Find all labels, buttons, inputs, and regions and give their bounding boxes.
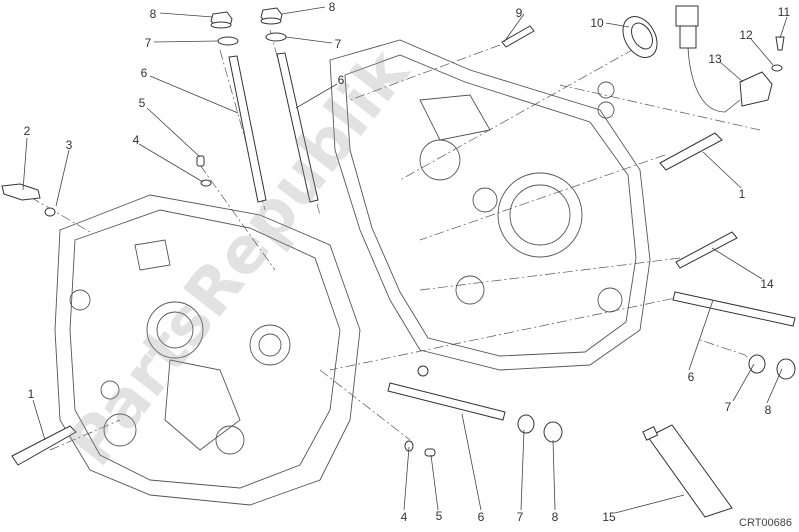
bolt-icon [675,231,738,269]
washer-icon [417,365,429,377]
nut-icon [210,11,233,29]
callout-7: 7 [335,37,342,51]
bolt-icon [501,25,535,48]
callout-10: 10 [590,16,604,30]
screw-icon [775,36,785,51]
callout-15: 15 [602,510,616,524]
callout-1: 1 [739,187,746,201]
callout-3: 3 [66,138,73,152]
washer-icon [748,354,766,374]
washer-icon [200,179,212,187]
callout-1: 1 [28,387,35,401]
stud-icon [228,55,267,203]
washer-icon [265,32,287,42]
leader-lines [22,6,788,514]
callout-8: 8 [150,7,157,21]
callout-9: 9 [516,6,523,20]
oil-seal-icon [622,16,658,58]
pickup-sensor-icon [675,5,773,113]
callout-7: 7 [725,400,732,414]
callout-5: 5 [139,96,146,110]
stud-icon [387,382,506,421]
callout-6: 6 [688,370,695,384]
drawing-code: CRT00686 [739,517,792,529]
callout-11: 11 [778,5,791,19]
callout-6: 6 [338,73,345,87]
callout-13: 13 [708,52,722,66]
washer-icon [217,36,239,46]
washer-icon [771,64,783,72]
left-crankcase-half [54,194,361,506]
parts [1,5,796,518]
callout-8: 8 [329,0,336,14]
callout-6: 6 [141,66,148,80]
nut-icon [260,7,283,25]
callout-12: 12 [739,28,753,42]
stud-icon [672,291,796,327]
callout-6: 6 [478,510,485,524]
dowel-icon [424,448,436,457]
callout-2: 2 [24,124,31,138]
callout-4: 4 [401,510,408,524]
callout-7: 7 [145,36,152,50]
nut-icon [776,358,796,380]
dowel-icon [196,155,205,167]
bolt-icon [11,425,77,466]
sensor-icon [1,183,41,201]
nut-icon [543,421,563,443]
washer-icon [517,414,535,434]
callout-8: 8 [552,510,559,524]
callout-14: 14 [760,277,774,291]
callout-8: 8 [765,403,772,417]
callout-5: 5 [436,509,443,523]
callout-7: 7 [517,510,524,524]
callout-4: 4 [133,133,140,147]
sealant-tube-icon [642,424,733,518]
washer-icon [44,207,56,217]
bolt-icon [659,132,723,171]
callout-labels: 8 8 7 7 6 6 5 4 2 3 9 10 11 12 13 1 14 6… [24,0,792,529]
stud-icon [276,52,319,203]
